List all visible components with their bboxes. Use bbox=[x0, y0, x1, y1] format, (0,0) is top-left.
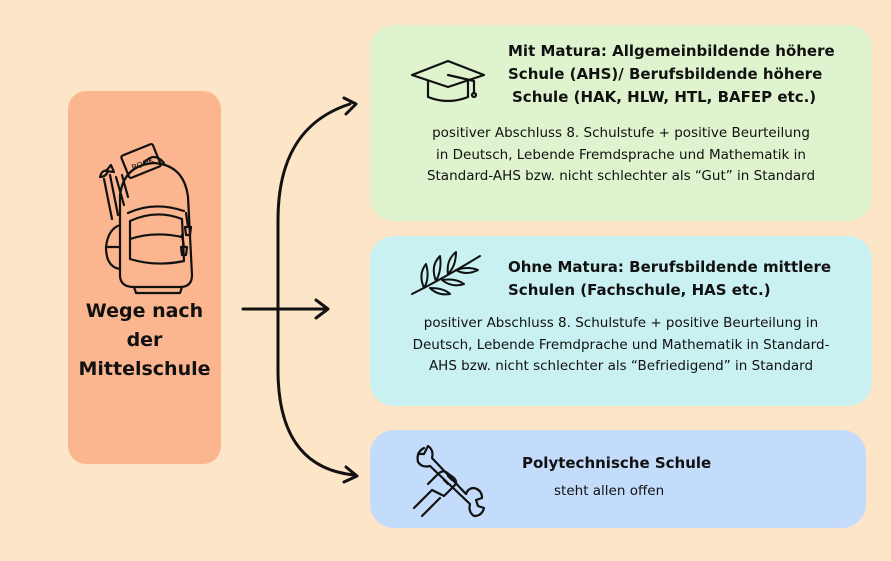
card-body-line: positiver Abschluss 8. Schulstufe + posi… bbox=[432, 125, 810, 141]
card-body-line: Standard-AHS bzw. nicht schlechter als “… bbox=[426, 168, 816, 184]
card-body-line: Deutsch, Lebende Fremdprache und Mathema… bbox=[412, 336, 830, 353]
backpack-icon: BOOK bbox=[98, 143, 194, 295]
graduation-cap-icon bbox=[410, 59, 486, 103]
olive-branch-icon bbox=[411, 251, 481, 296]
card-title-line: Schule (AHS)/ Berufsbildende höhere bbox=[508, 65, 823, 83]
card-title-line: Ohne Matura: Berufsbildende mittlere bbox=[508, 258, 832, 276]
card-with-matura: Mit Matura: Allgemeinbildende höhere Sch… bbox=[370, 25, 872, 221]
start-title: Wege nach der Mittelschule bbox=[78, 300, 211, 380]
card-body-line: AHS bzw. nicht schlechter als “Befriedig… bbox=[428, 358, 814, 374]
arrow-to-top bbox=[276, 102, 357, 477]
card-title: Polytechnische Schule bbox=[522, 454, 712, 472]
card-body-line: positiver Abschluss 8. Schulstufe + posi… bbox=[423, 315, 819, 331]
card-polytechnic: Polytechnische Schule steht allen offen bbox=[370, 430, 866, 528]
arrowhead-top bbox=[342, 96, 358, 116]
wrench-hand-icon bbox=[412, 444, 486, 518]
start-box: BOOK Wege nach der Mittelschule bbox=[68, 91, 221, 464]
card-without-matura: Ohne Matura: Berufsbildende mittlere Sch… bbox=[370, 236, 872, 406]
card-title-line: Schulen (Fachschule, HAS etc.) bbox=[508, 281, 771, 299]
arrowhead-bottom bbox=[342, 465, 359, 484]
arrowhead-middle bbox=[314, 298, 330, 320]
card-body: steht allen offen bbox=[554, 483, 665, 499]
card-title-line: Schule (HAK, HLW, HTL, BAFEP etc.) bbox=[512, 88, 817, 106]
card-body-line: in Deutsch, Lebende Fremdsprache und Mat… bbox=[436, 146, 806, 163]
card-title-line: Mit Matura: Allgemeinbildende höhere bbox=[508, 42, 835, 60]
